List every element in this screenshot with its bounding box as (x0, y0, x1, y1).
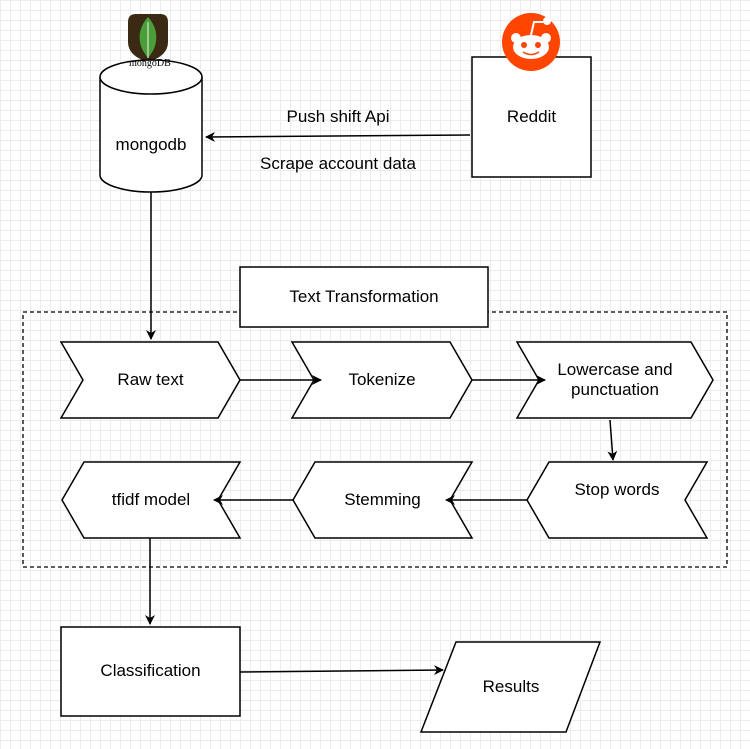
classification-node (60, 626, 241, 717)
reddit-logo-icon (502, 13, 560, 71)
tokenize-label: Tokenize (348, 369, 416, 389)
classification-to-results-arrow (239, 665, 444, 676)
edge-label-push-shift-api: Push shift Api (286, 106, 390, 126)
edge-label-scrape-account-data: Scrape account data (260, 153, 416, 173)
stop-words-label: Stop words (574, 479, 660, 499)
mongodb-logo-icon (128, 14, 168, 62)
mongodb-database-node (99, 59, 203, 193)
results-node (419, 641, 602, 733)
text-transformation-label: Text Transformation (289, 286, 439, 306)
raw-text-label: Raw text (117, 369, 184, 389)
reddit-node-label: Reddit (506, 106, 557, 126)
text-transformation-label-box (239, 266, 489, 328)
mongodb-logo-text: mongoDB (129, 58, 171, 69)
classification-label: Classification (100, 661, 201, 681)
lowercase-to-stopwords-arrow (607, 419, 618, 461)
lowercase-label: Lowercase and punctuation (557, 359, 673, 399)
reddit-to-mongodb-arrow (205, 131, 471, 142)
tfidf-step (61, 461, 242, 539)
tfidf-label: tfidf model (111, 489, 191, 509)
raw-text-step (59, 341, 241, 419)
results-label: Results (482, 676, 540, 696)
stemming-label: Stemming (344, 489, 421, 509)
mongodb-node-label: mongodb (115, 134, 187, 154)
